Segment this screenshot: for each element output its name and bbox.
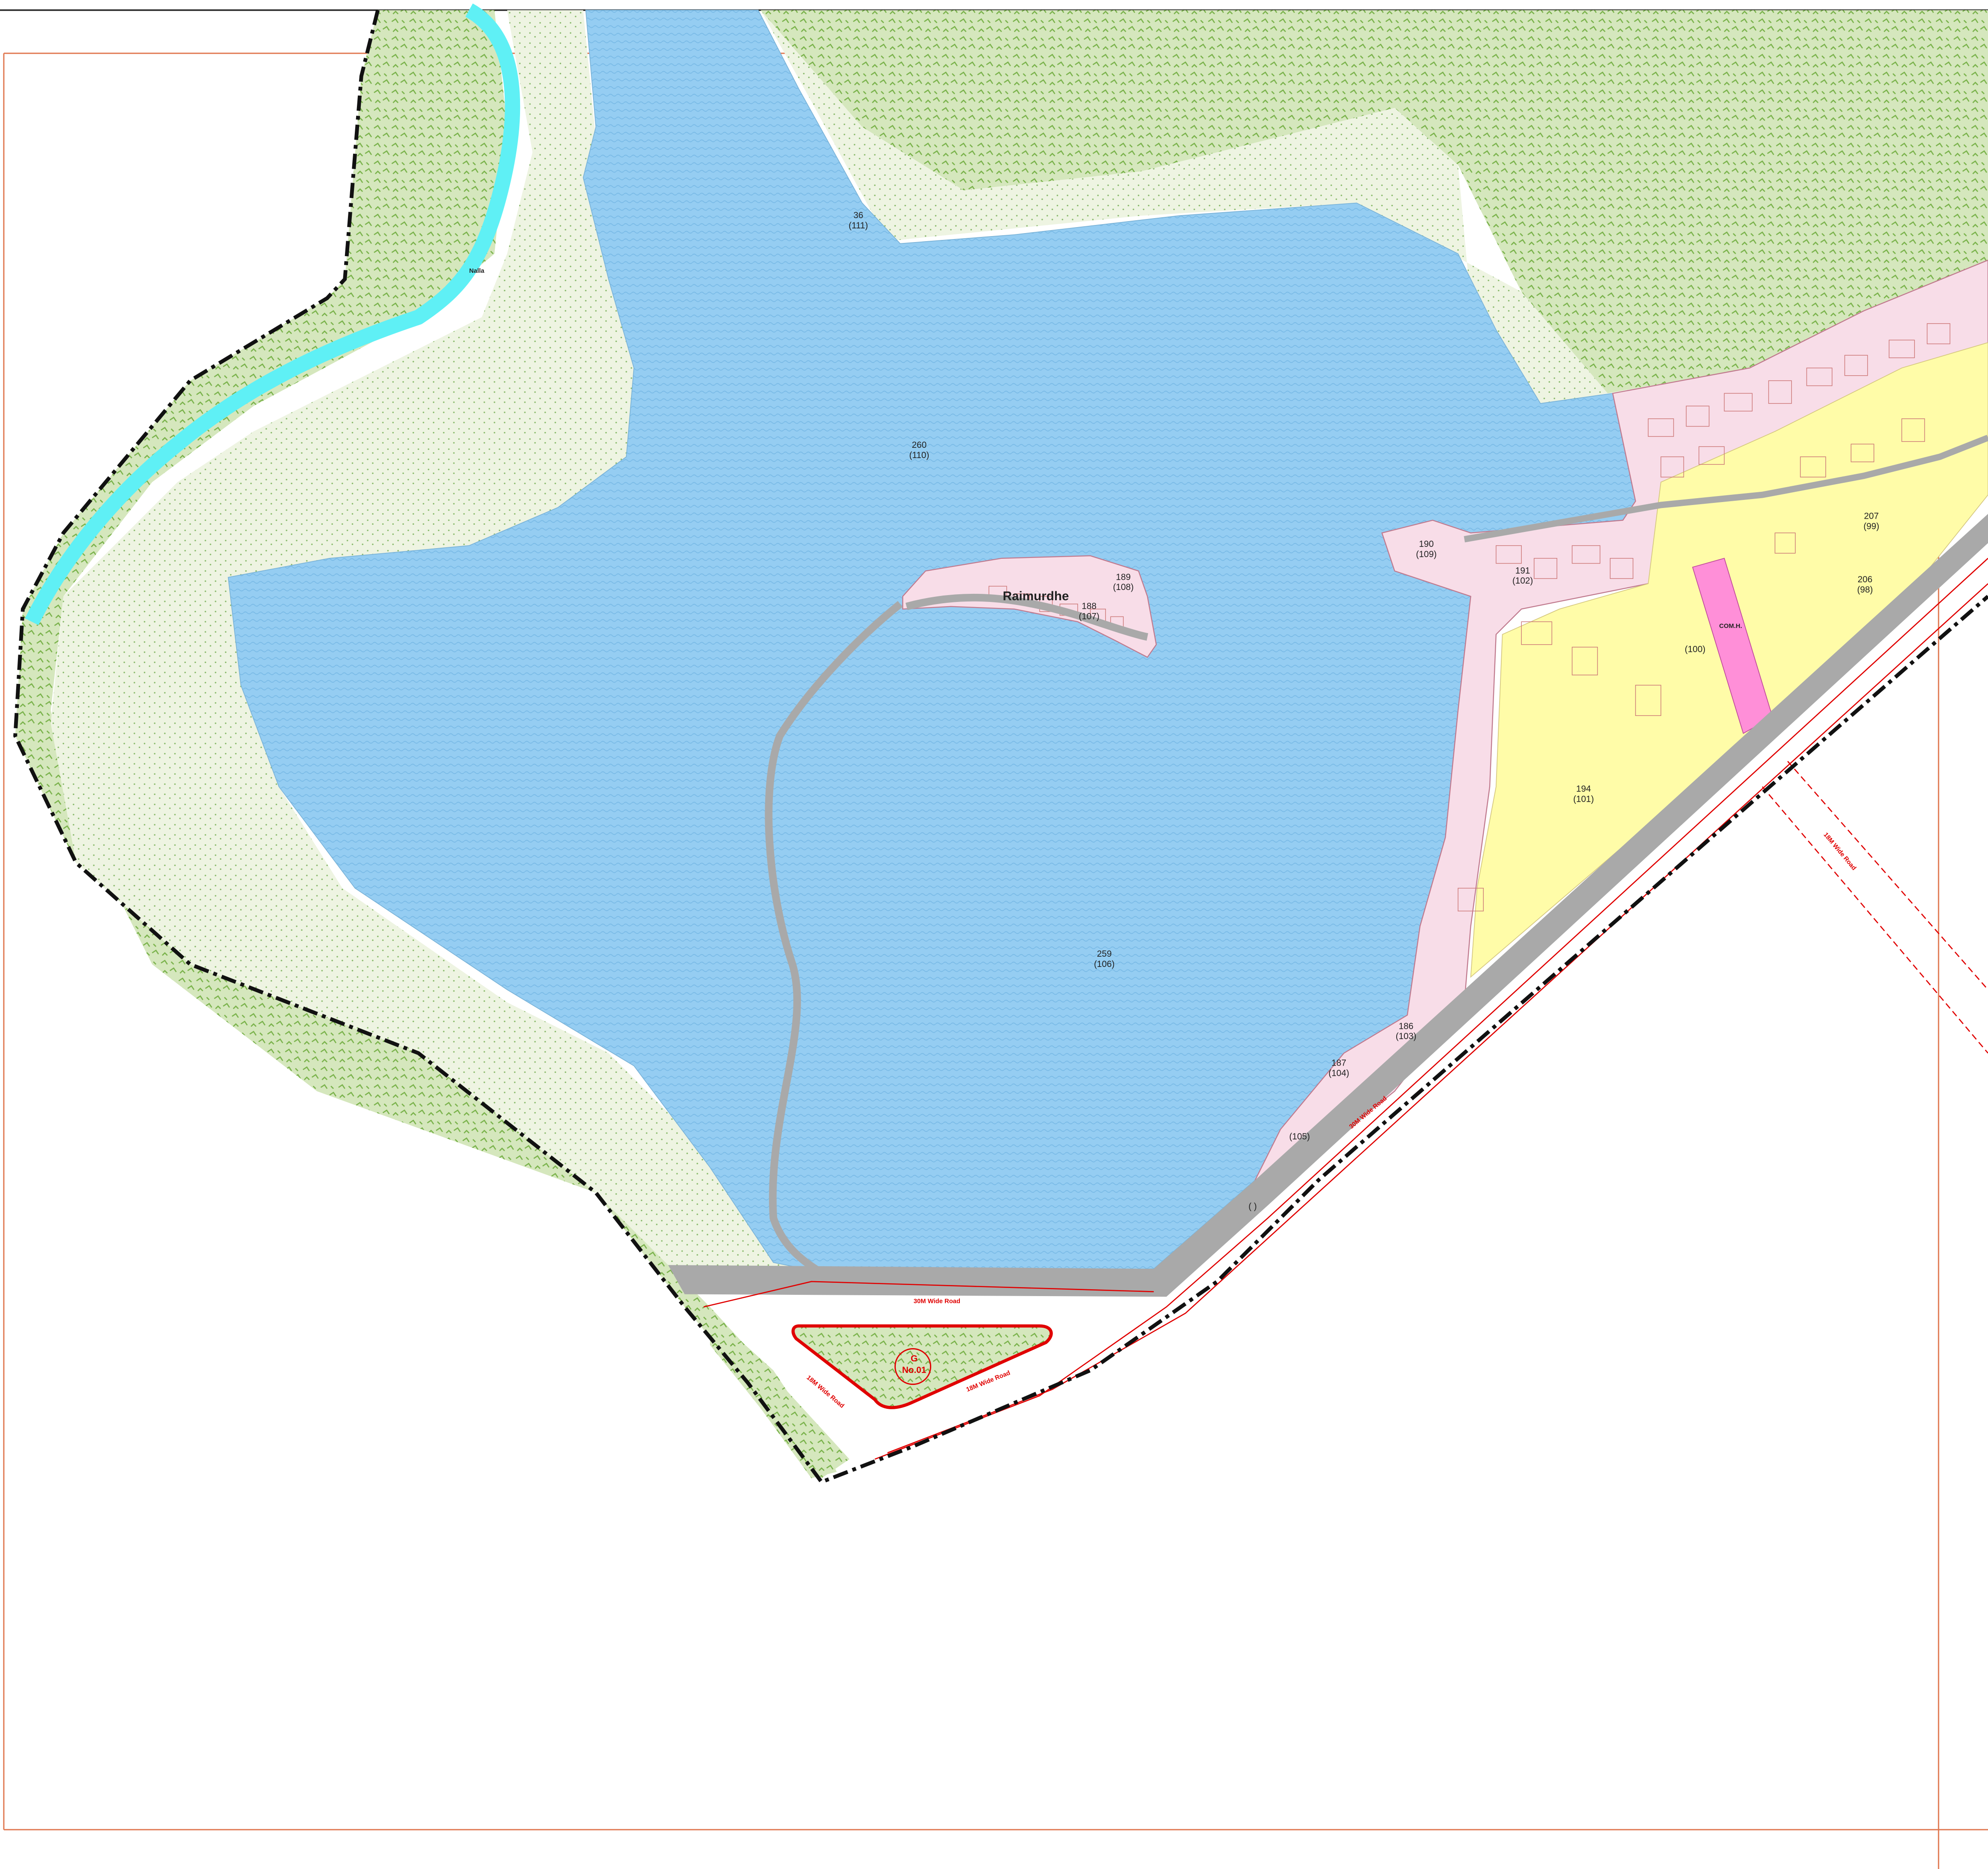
plot-206-number: 206	[1858, 575, 1873, 584]
village-name-label: Raimurdhe	[1003, 589, 1069, 603]
plot-186-number: 186	[1399, 1021, 1414, 1031]
plot-188-number: 188	[1082, 602, 1096, 611]
plot-207-sub: (99)	[1863, 521, 1879, 531]
svg-text:189(108): 189(108)	[1113, 572, 1134, 592]
plot-207-number: 207	[1864, 511, 1879, 521]
buffer-zone-north	[760, 10, 1608, 406]
main-road-30m	[668, 514, 1988, 1297]
svg-text:188(107): 188(107)	[1079, 602, 1099, 622]
svg-text:259(106): 259(106)	[1094, 949, 1114, 969]
commercial-label: COM.H.	[1719, 623, 1742, 630]
road-30m-main-label: 30M Wide Road	[914, 1298, 961, 1305]
plot-259-sub: (106)	[1094, 959, 1114, 969]
plot-187-sub: (104)	[1328, 1068, 1349, 1078]
plot-194-number: 194	[1576, 784, 1591, 794]
svg-text:260(110): 260(110)	[909, 440, 929, 460]
plot-105-sub: (105)	[1289, 1132, 1310, 1142]
plot-191-sub: (102)	[1512, 576, 1533, 586]
svg-text:36(111): 36(111)	[849, 210, 868, 231]
boundary-line	[13, 9, 1988, 1484]
plot-194-sub: (101)	[1573, 794, 1594, 804]
plot-189-sub: (108)	[1113, 582, 1134, 592]
plot-100-sub: (100)	[1685, 645, 1705, 654]
facility-marker-icon	[894, 1348, 932, 1385]
plot-labels: 36(111) 260(110) 189(108) 188(107) 190(1…	[849, 210, 1880, 1211]
facility-code-label: G	[911, 1354, 918, 1364]
svg-text:190(109): 190(109)	[1416, 539, 1436, 559]
nalla-label: Nalla	[469, 268, 485, 275]
plot-260-number: 260	[912, 440, 927, 450]
plot-189-number: 189	[1116, 572, 1131, 582]
facility-number-label: No.01	[902, 1365, 927, 1375]
plot-36-sub: (111)	[849, 221, 868, 231]
plot-empty-sub: ( )	[1248, 1201, 1257, 1211]
svg-text:187(104): 187(104)	[1328, 1058, 1349, 1078]
settlement-road	[1464, 435, 1988, 543]
island-road	[905, 593, 1149, 641]
plot-259-number: 259	[1097, 949, 1112, 959]
plot-191-number: 191	[1515, 566, 1530, 575]
forest-area-south	[710, 1313, 837, 1478]
plot-186-sub: (103)	[1396, 1031, 1416, 1041]
forest-area-north	[760, 10, 1988, 394]
plot-190-number: 190	[1419, 539, 1434, 549]
plot-260-sub: (110)	[909, 450, 929, 460]
forest-area-west	[15, 10, 850, 1478]
settlement-buildings	[1458, 323, 1950, 911]
svg-text:186(103): 186(103)	[1396, 1021, 1416, 1041]
svg-text:207(99): 207(99)	[1863, 511, 1879, 531]
island-access-road	[765, 601, 903, 1282]
garden-plot	[791, 1324, 1053, 1409]
plot-190-sub: (109)	[1416, 549, 1436, 559]
plot-187-number: 187	[1331, 1058, 1346, 1068]
svg-text:191(102): 191(102)	[1512, 566, 1533, 586]
nalla-stream	[25, 3, 520, 625]
svg-text:194(101): 194(101)	[1573, 784, 1594, 804]
plot-206-sub: (98)	[1857, 585, 1873, 595]
road-18m-right-label: 18M Wide Road	[1822, 832, 1857, 872]
svg-text:206(98): 206(98)	[1857, 575, 1873, 595]
plot-36-number: 36	[854, 210, 863, 220]
road-18m-left-label: 18M Wide Road	[805, 1374, 845, 1410]
plot-188-sub: (107)	[1079, 611, 1099, 621]
